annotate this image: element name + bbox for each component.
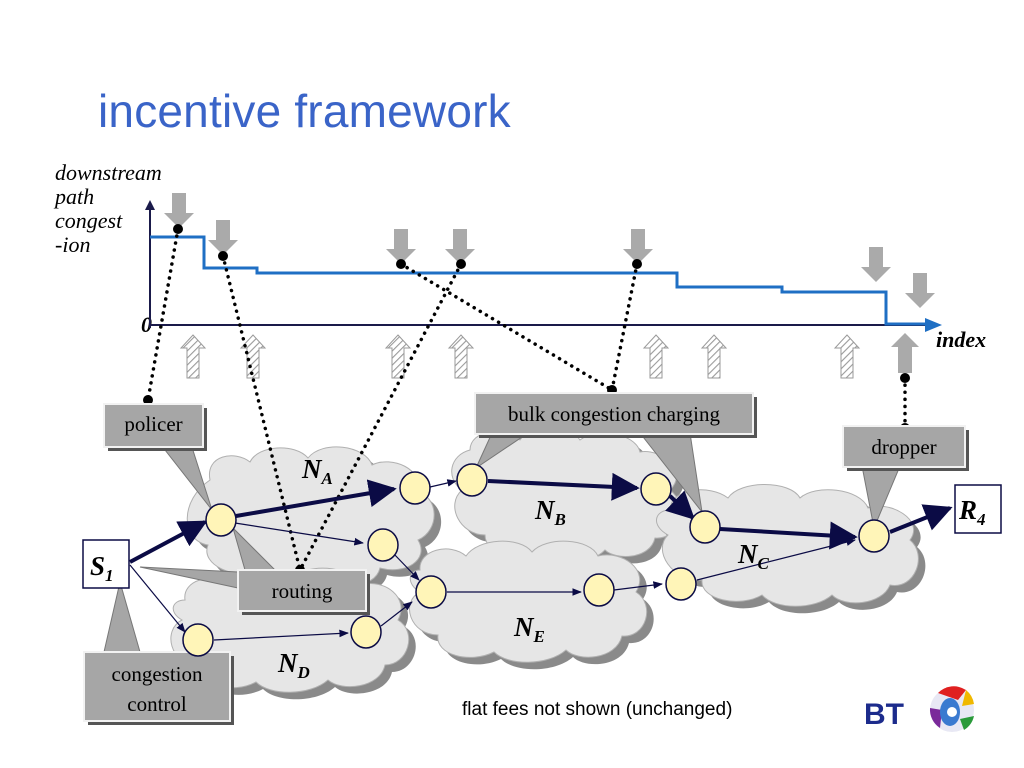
source-label: S1 — [90, 551, 114, 585]
bulk-congestion-charging-box: bulk congestion charging — [474, 392, 757, 438]
down-arrow-icon — [386, 229, 416, 264]
policer-callout-pointer — [156, 440, 213, 511]
up-arrow-icon — [833, 334, 861, 379]
y-axis-zero-label: 0 — [141, 312, 152, 337]
router-node — [182, 623, 214, 657]
congestion-control-label-line-2: control — [127, 692, 187, 716]
bt-logo-text: BT — [864, 698, 904, 731]
up-arrow-icon — [447, 334, 475, 379]
receiver-label: R4 — [958, 495, 986, 529]
y-axis-label-line-1: downstream — [55, 160, 162, 185]
routing-box: routing — [237, 569, 370, 615]
bt-piper-icon — [929, 686, 974, 732]
routing-label: routing — [272, 579, 333, 603]
down-arrow-icon — [623, 229, 653, 264]
router-node — [415, 575, 447, 609]
router-node — [858, 519, 890, 553]
policer-box: policer — [103, 403, 207, 451]
y-axis-arrowhead — [145, 200, 155, 210]
y-axis-label-line-2: path — [55, 184, 95, 209]
congestion-control-box: congestion control — [83, 651, 234, 725]
network-links — [129, 472, 953, 641]
down-arrow-icon — [861, 247, 891, 282]
cloud-network-b — [451, 428, 688, 569]
congestion-marker-arrows — [164, 193, 935, 308]
dropper-label: dropper — [871, 435, 936, 459]
down-arrow-icon — [164, 193, 194, 228]
footnote: flat fees not shown (unchanged) — [462, 699, 733, 720]
down-arrow-icon — [445, 229, 475, 264]
router-node — [205, 503, 237, 537]
congestion-profile-line — [150, 235, 930, 326]
router-nodes — [182, 463, 890, 657]
up-arrow-icon — [239, 334, 267, 379]
y-axis-label: downstream path congest -ion — [55, 161, 162, 257]
up-arrow-icon — [642, 334, 670, 379]
up-arrow-icon — [384, 334, 412, 379]
congestion-callout-pointer — [103, 581, 141, 653]
x-axis-label: index — [936, 327, 987, 352]
hatched-marker-arrows — [179, 334, 861, 379]
network-label-d: ND — [277, 648, 310, 682]
router-node — [665, 567, 697, 601]
dotted-links — [146, 227, 907, 572]
down-arrow-icon — [905, 273, 935, 308]
network-label-a: NA — [301, 454, 333, 488]
bulk-congestion-charging-label: bulk congestion charging — [508, 402, 720, 426]
router-node — [367, 528, 399, 562]
source-endpoint: S1 — [82, 539, 130, 589]
cloud-network-e — [409, 540, 654, 670]
bt-logo: BT — [864, 686, 974, 732]
dropper-box: dropper — [842, 425, 969, 471]
router-node — [399, 471, 431, 505]
congestion-control-label-line-1: congestion — [112, 662, 203, 686]
up-arrow-icon — [700, 334, 728, 379]
network-label-e: NE — [513, 612, 545, 646]
y-axis-label-line-4: -ion — [55, 232, 91, 257]
receiver-endpoint: R4 — [954, 484, 1002, 534]
router-node — [689, 510, 721, 544]
callout-pointers — [103, 432, 901, 653]
network-label-b: NB — [534, 495, 566, 529]
router-node — [583, 573, 615, 607]
down-arrow-icon — [208, 220, 238, 255]
network-label-c: NC — [737, 539, 770, 573]
y-axis-label-line-3: congest — [55, 208, 123, 233]
up-arrow-icon — [179, 334, 207, 379]
router-node — [350, 615, 382, 649]
cloud-network-c — [656, 484, 926, 614]
router-node — [456, 463, 488, 497]
x-axis-arrowhead — [925, 318, 942, 332]
slide-title: incentive framework — [98, 85, 511, 137]
router-node — [640, 472, 672, 506]
policer-label: policer — [124, 412, 182, 436]
up-arrow-icon — [891, 333, 919, 373]
